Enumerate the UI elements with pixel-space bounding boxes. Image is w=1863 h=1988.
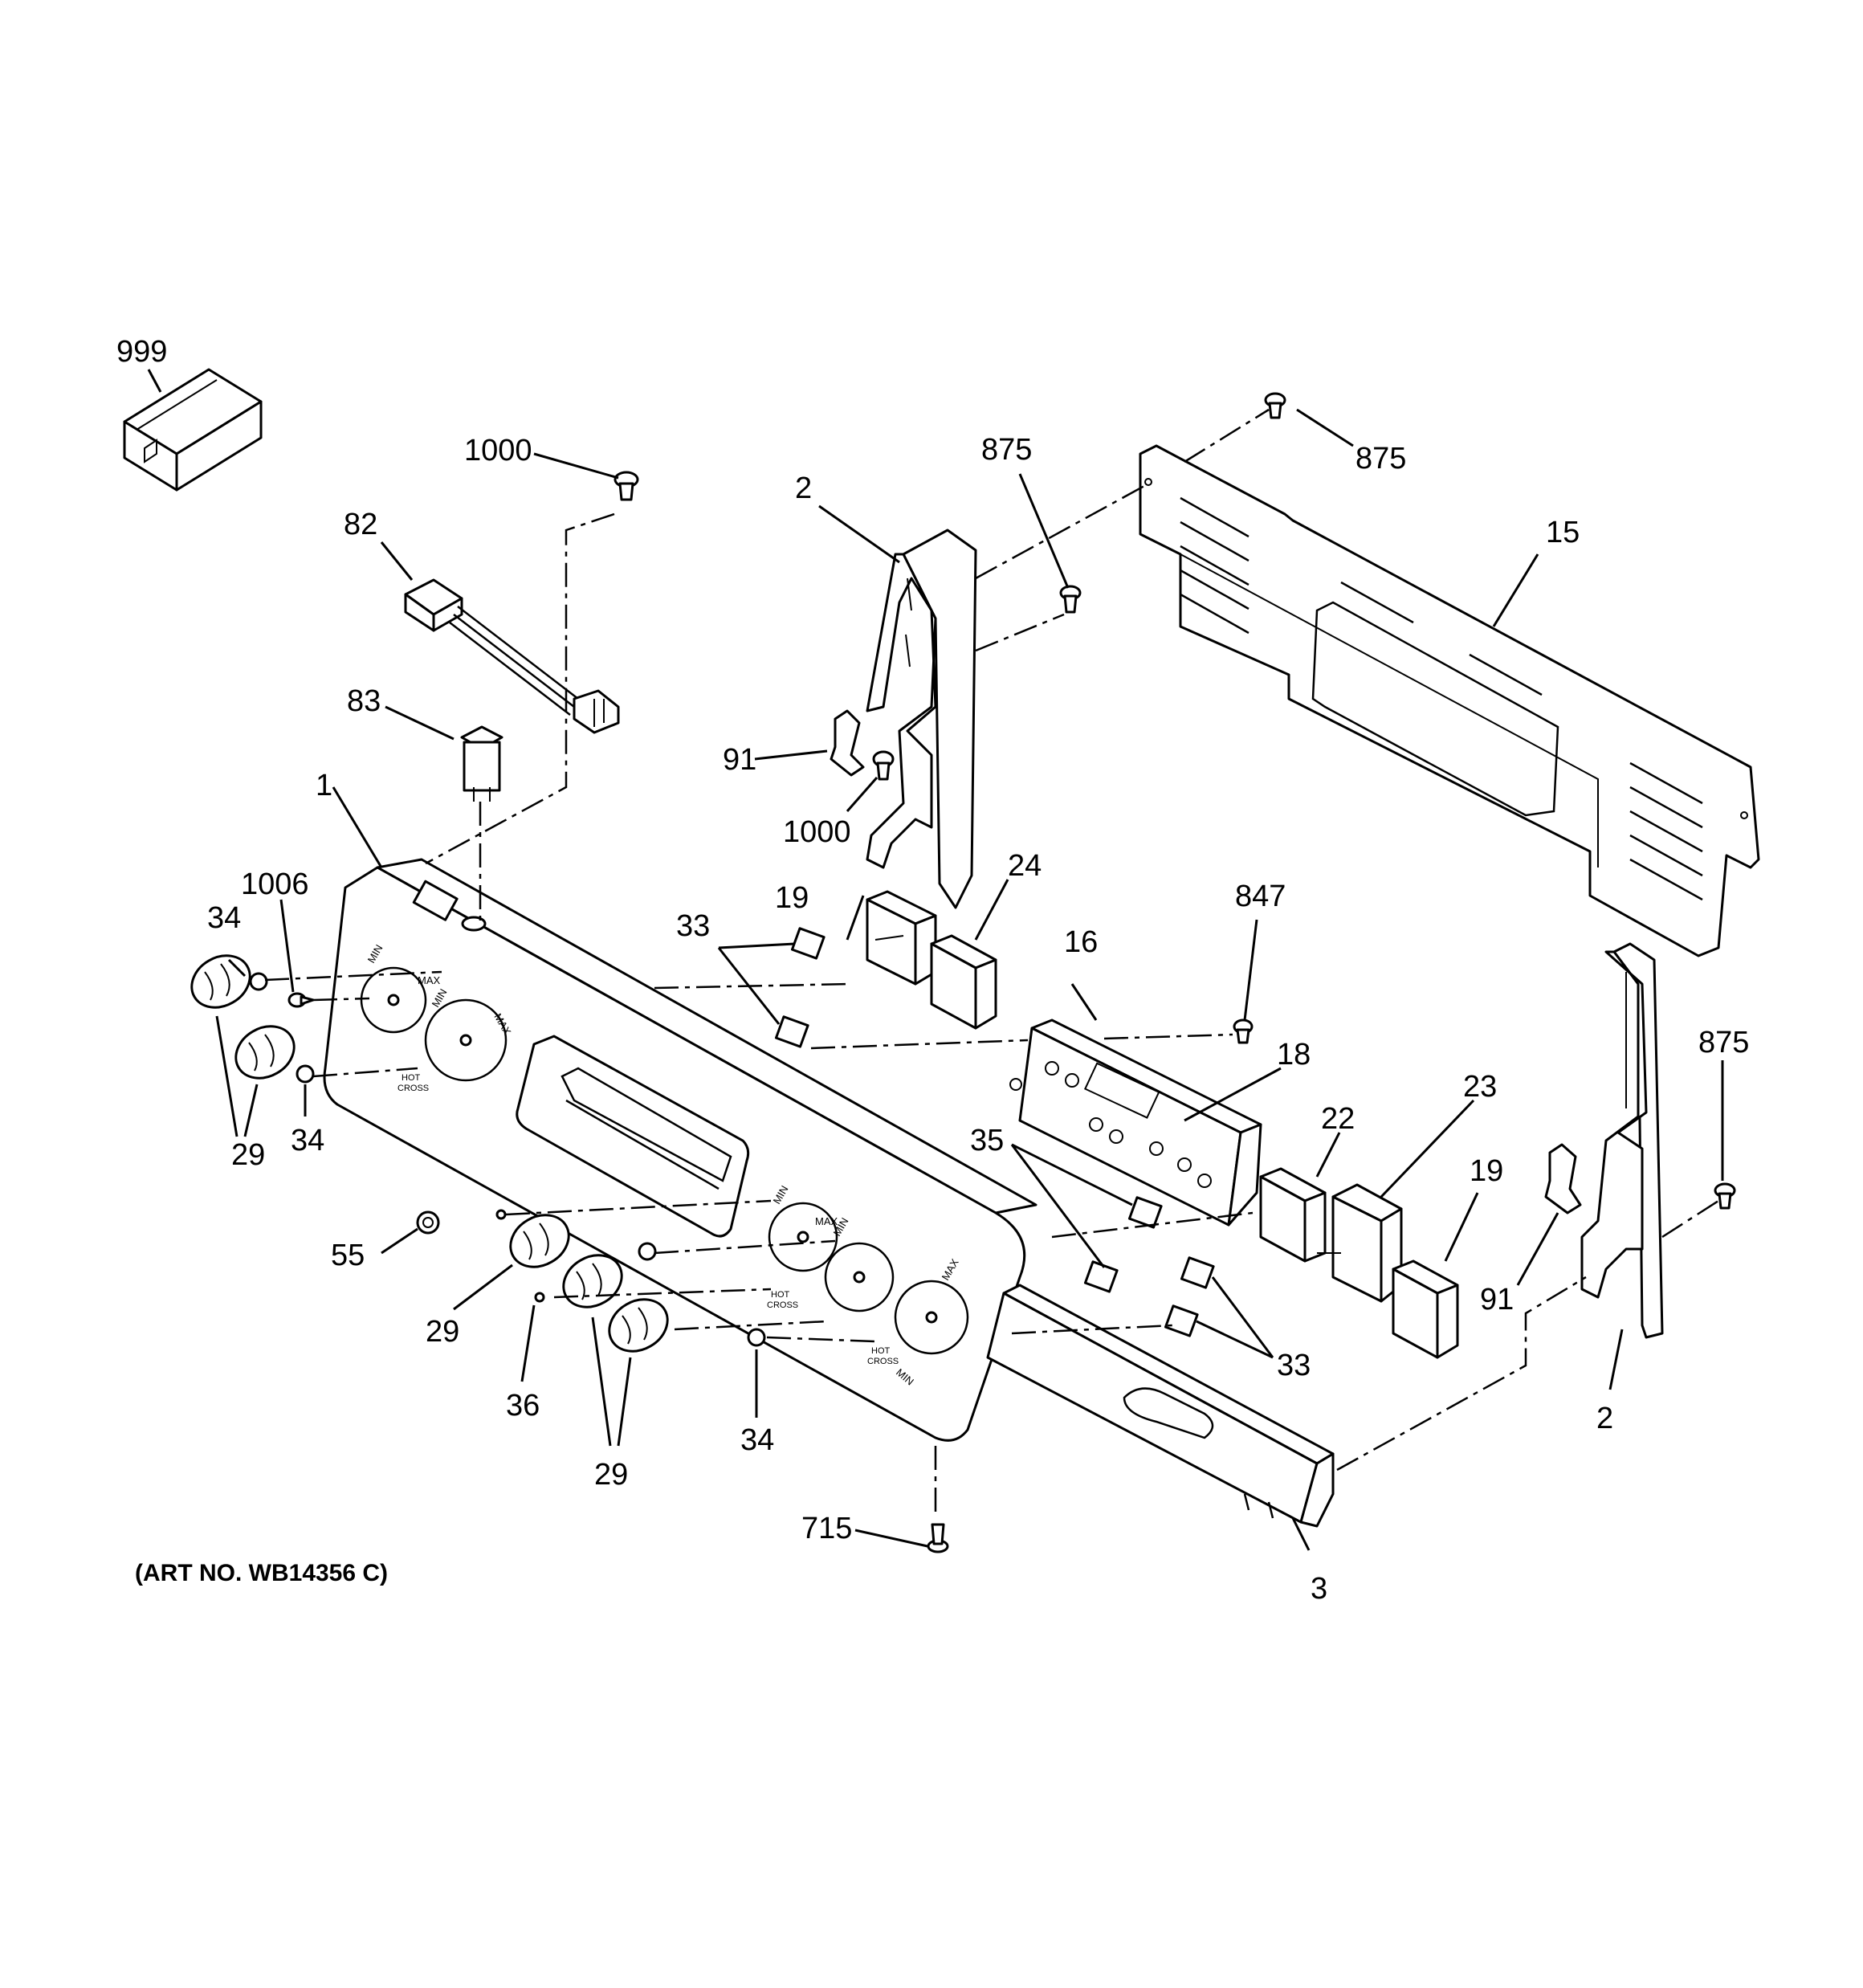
panel-max-label-1: MAX: [418, 974, 441, 986]
callout-91-right: 91: [1480, 1283, 1514, 1316]
part-15-rear-panel: [1139, 444, 1760, 957]
part-29-knobs-bottom: [509, 1214, 669, 1353]
callout-2-top: 2: [795, 471, 812, 505]
part-2-endcap-left: [866, 529, 977, 909]
part-55-grommet: [416, 1210, 440, 1235]
part-83-terminal: [460, 725, 503, 802]
callout-19-right: 19: [1470, 1154, 1503, 1188]
part-19-switch-right: [1392, 1259, 1459, 1359]
panel-cross-label-1: CROSS: [397, 1084, 429, 1093]
part-1006-screw: [287, 992, 315, 1008]
callout-34-left: 34: [207, 901, 241, 935]
callout-82: 82: [344, 508, 377, 541]
part-82-harness: [404, 578, 620, 734]
part-33-rockers-right: [1164, 1256, 1215, 1337]
panel-cross-label-3: CROSS: [867, 1357, 899, 1366]
part-35-rockers: [1083, 1196, 1163, 1293]
part-34-screws: [249, 972, 766, 1347]
callout-23: 23: [1463, 1070, 1497, 1104]
part-1-control-panel: MIN MAX MIN MAX HOT CROSS MIN MAX MIN MA…: [323, 858, 1037, 1442]
callout-34-bottom: 34: [740, 1423, 774, 1457]
callout-33-left: 33: [676, 909, 710, 943]
part-1000-screw-top: [614, 471, 639, 501]
callout-999: 999: [116, 335, 167, 369]
panel-hot-label-2: HOT: [771, 1290, 790, 1300]
part-23-switch: [1317, 1183, 1403, 1303]
callout-29-bottom: 29: [594, 1458, 628, 1492]
assembly-lines: [264, 408, 1719, 1518]
callout-29-left: 29: [231, 1138, 265, 1172]
callout-1000-top: 1000: [464, 434, 532, 467]
callout-16: 16: [1064, 925, 1098, 959]
part-875-screw-right: [1714, 1182, 1736, 1210]
callout-19-left: 19: [775, 881, 809, 915]
part-36-pin: [495, 1209, 545, 1303]
callout-29-bottom-left: 29: [426, 1315, 459, 1349]
callout-36: 36: [506, 1389, 540, 1423]
callout-34-mid: 34: [291, 1124, 324, 1157]
part-33-rockers-left: [774, 927, 826, 1048]
callout-35: 35: [970, 1124, 1004, 1157]
callout-33-right: 33: [1277, 1349, 1311, 1382]
callout-15: 15: [1546, 516, 1580, 549]
part-16-control-board: [1009, 1018, 1262, 1227]
callout-1000-mid: 1000: [783, 815, 851, 849]
callout-24: 24: [1008, 849, 1042, 883]
part-875-screw-right-top: [1264, 392, 1286, 419]
part-3-trim: [986, 1284, 1335, 1528]
part-2-endcap-right: [1580, 942, 1664, 1339]
callout-18: 18: [1277, 1038, 1311, 1072]
callout-55: 55: [331, 1239, 365, 1272]
part-19-switch-left: [866, 890, 937, 986]
part-91-bracket-left: [830, 709, 865, 777]
callout-labels: 999 1000 82 83 1 1006 34 29 34 55 29 36 …: [116, 335, 1749, 1606]
callout-3: 3: [1311, 1572, 1327, 1606]
panel-max-label-3: MAX: [815, 1215, 838, 1227]
part-875-screw-top: [1059, 585, 1082, 614]
part-999-box: [123, 368, 263, 492]
part-715-screw: [927, 1523, 949, 1553]
part-91-bracket-right: [1544, 1143, 1582, 1214]
callout-847: 847: [1235, 880, 1286, 913]
leader-lines: [147, 369, 1724, 1551]
part-22-switch: [1259, 1167, 1327, 1263]
callout-715: 715: [801, 1512, 852, 1545]
callout-875-right-top: 875: [1355, 442, 1406, 476]
callout-22: 22: [1321, 1102, 1355, 1136]
callout-1: 1: [316, 769, 332, 802]
callout-91-left: 91: [723, 743, 756, 777]
callout-1006: 1006: [241, 867, 309, 901]
callout-875-right: 875: [1698, 1026, 1749, 1059]
art-number: (ART NO. WB14356 C): [135, 1560, 388, 1586]
callout-875-top: 875: [981, 433, 1032, 467]
part-1000-screw-mid: [872, 750, 895, 781]
callout-83: 83: [347, 684, 381, 718]
part-24-switch: [930, 934, 997, 1030]
part-29-knobs-left: [190, 954, 296, 1080]
callout-2-right: 2: [1596, 1402, 1613, 1435]
panel-hot-label-3: HOT: [871, 1346, 891, 1356]
panel-cross-label-2: CROSS: [767, 1300, 798, 1310]
panel-hot-label-1: HOT: [402, 1073, 421, 1083]
part-847-screw: [1233, 1018, 1254, 1044]
